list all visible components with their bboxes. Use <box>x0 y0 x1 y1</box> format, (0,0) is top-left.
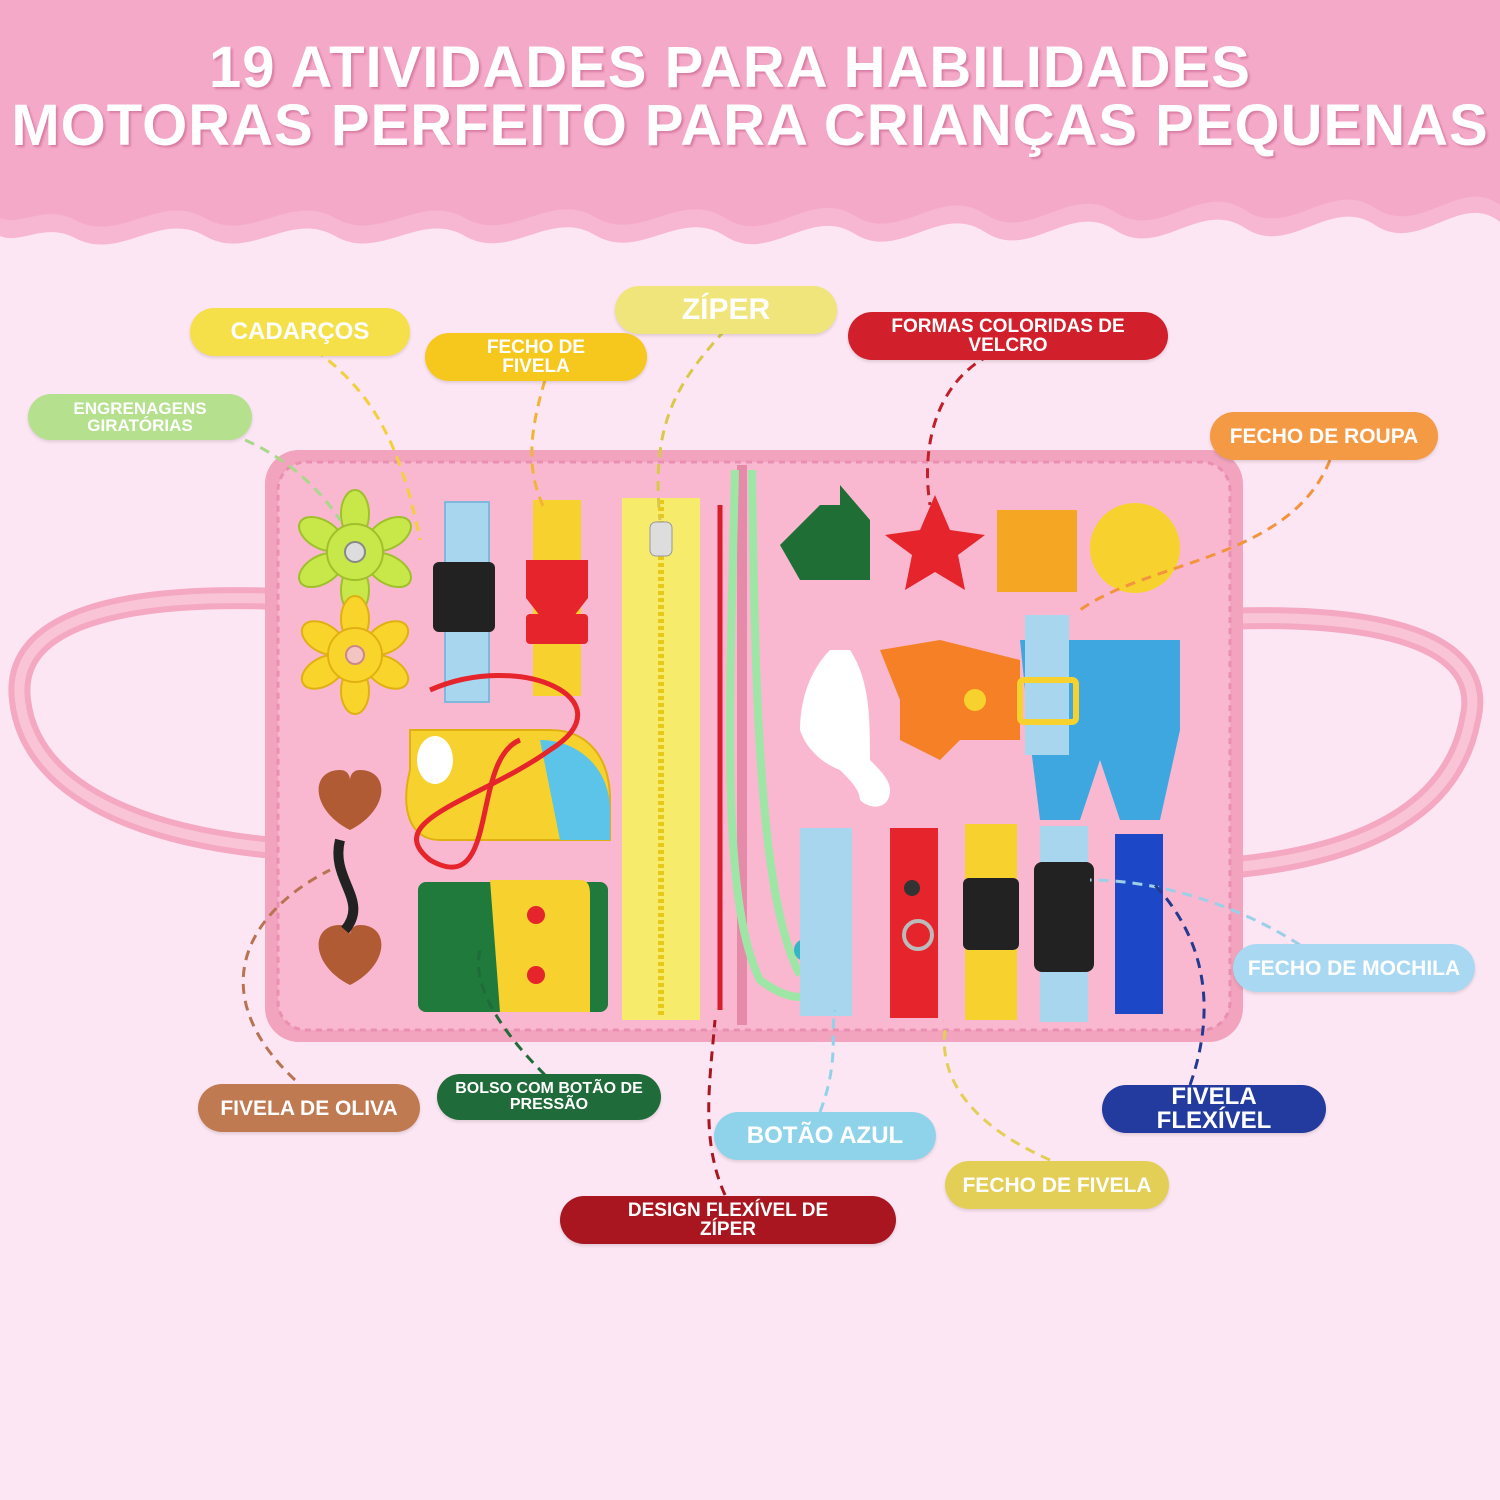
label-ziper: ZÍPER <box>615 286 837 334</box>
pink-wave-banner <box>0 0 1500 245</box>
gear-icon <box>298 489 412 615</box>
gear-icon <box>300 595 410 715</box>
label-fecho-de-fivela-bottom: FECHO DE FIVELA <box>945 1161 1169 1209</box>
label-fivela-de-oliva: FIVELA DE OLIVA <box>198 1084 420 1132</box>
label-formas-coloridas-de-velcro: FORMAS COLORIDAS DE VELCRO <box>848 312 1168 360</box>
label-engrenagens-giratorias: ENGRENAGENS GIRATÓRIAS <box>28 394 252 440</box>
banner-title-line1: 19 ATIVIDADES PARA HABILIDADES <box>209 35 1251 100</box>
left-handle <box>8 587 301 861</box>
label-cadarcos: CADARÇOS <box>190 308 410 356</box>
label-fecho-de-mochila: FECHO DE MOCHILA <box>1233 944 1475 992</box>
label-fivela-flexivel: FIVELA FLEXÍVEL <box>1102 1085 1326 1133</box>
banner-title-line2: MOTORAS PERFEITO PARA CRIANÇAS PEQUENAS <box>11 93 1489 158</box>
label-fecho-de-fivela-top: FECHO DE FIVELA <box>425 333 647 381</box>
label-botao-azul: BOTÃO AZUL <box>714 1112 936 1160</box>
label-design-flexivel-de-ziper: DESIGN FLEXÍVEL DE ZÍPER <box>560 1196 896 1244</box>
label-fecho-de-roupa: FECHO DE ROUPA <box>1210 412 1438 460</box>
label-bolso-com-botao-de-pressao: BOLSO COM BOTÃO DE PRESSÃO <box>437 1074 661 1120</box>
